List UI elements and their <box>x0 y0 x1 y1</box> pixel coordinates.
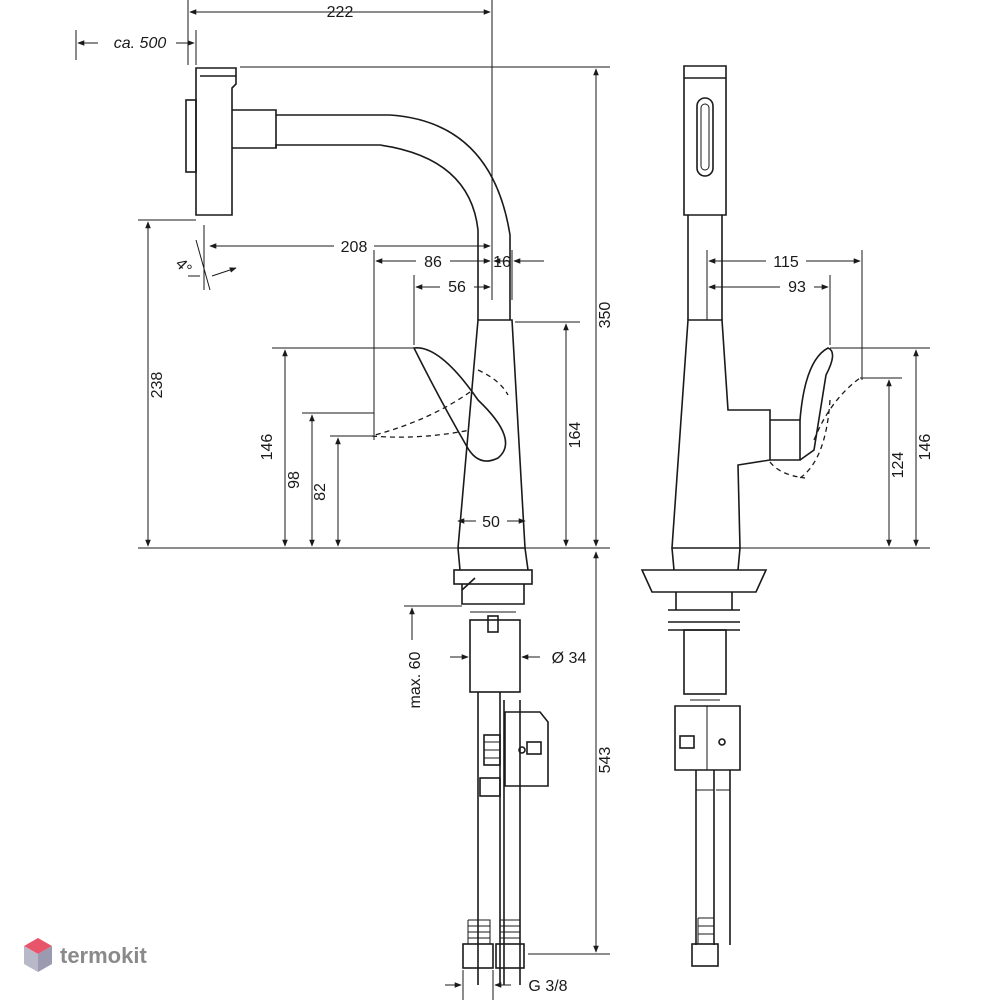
side-hoses <box>695 770 731 945</box>
dim-16: 16 <box>493 254 511 271</box>
dim-222: 222 <box>327 4 354 21</box>
base-plate <box>453 569 533 585</box>
dim-side-146: 146 <box>917 434 934 461</box>
dim-86: 86 <box>424 254 442 271</box>
dim-pullout: ca. 500 <box>114 35 167 52</box>
termokit-brand-text: termokit <box>60 943 147 968</box>
side-shank <box>683 629 727 695</box>
front-view <box>185 67 549 985</box>
spout-lower-edge <box>232 144 479 320</box>
dim-thread: G 3/8 <box>528 978 567 995</box>
nut-left <box>462 943 494 969</box>
dim-side-124: 124 <box>890 452 907 479</box>
dim-543: 543 <box>597 747 614 774</box>
side-spray-slot <box>696 97 714 177</box>
termokit-logo-icon <box>24 938 52 972</box>
side-dimensions: 115 93 146 124 <box>706 250 934 549</box>
dim-max60: max. 60 <box>407 651 424 708</box>
side-nut <box>691 943 719 967</box>
nut-right <box>495 943 525 969</box>
side-view <box>640 65 861 967</box>
dim-82: 82 <box>312 483 329 501</box>
dim-146: 146 <box>259 434 276 461</box>
dim-dia34: Ø 34 <box>552 650 587 667</box>
hose-left <box>477 692 501 985</box>
termokit-watermark: termokit <box>24 938 147 972</box>
side-body <box>671 319 771 549</box>
dim-56: 56 <box>448 279 466 296</box>
dim-350: 350 <box>597 302 614 329</box>
side-base-plate <box>640 569 768 593</box>
side-connector <box>674 705 741 771</box>
spout-upper-edge <box>232 109 511 320</box>
front-dimensions: 222 ca. 500 350 238 4° 208 86 16 <box>75 0 614 1000</box>
dim-side-93: 93 <box>788 279 806 296</box>
lever <box>412 347 507 462</box>
dim-98: 98 <box>286 471 303 489</box>
shank <box>469 619 521 693</box>
spray-head <box>195 67 237 216</box>
dim-238: 238 <box>149 372 166 399</box>
dim-50: 50 <box>482 514 500 531</box>
dim-angle: 4° <box>172 255 195 278</box>
dim-164: 164 <box>567 422 584 449</box>
side-lever <box>799 347 834 461</box>
hose-connector-box <box>504 711 549 787</box>
dim-side-115: 115 <box>773 254 799 271</box>
side-spray-head <box>683 65 727 216</box>
hose-right <box>503 700 521 985</box>
dim-208: 208 <box>341 239 368 256</box>
spray-button <box>185 99 197 173</box>
